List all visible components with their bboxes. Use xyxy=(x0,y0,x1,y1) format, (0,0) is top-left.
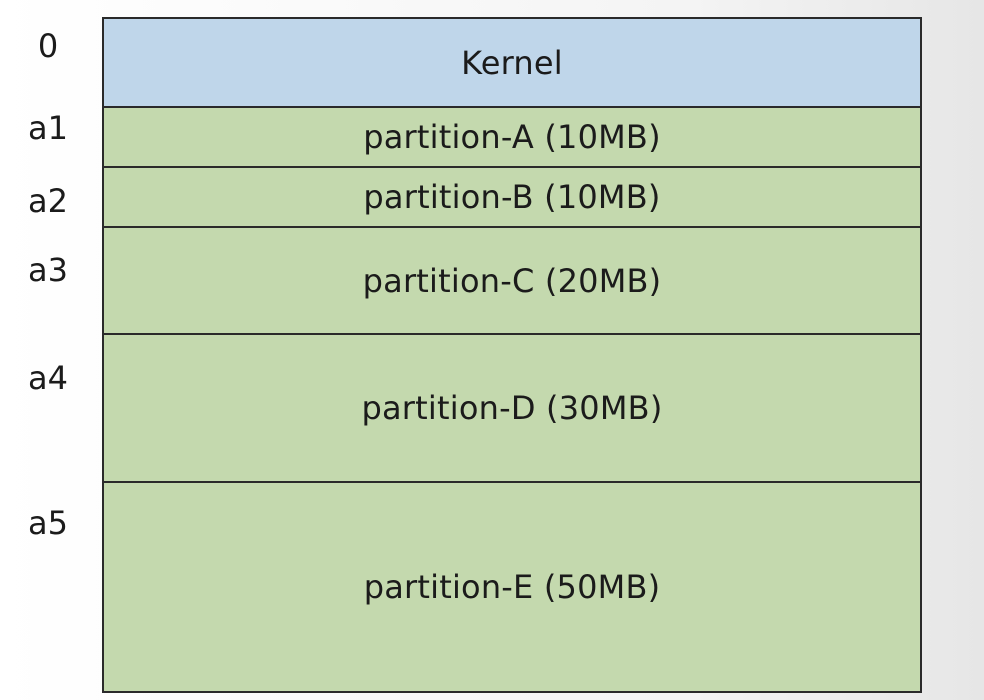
partition-c-block: partition-C (20MB) xyxy=(104,228,920,335)
address-label-a3: a3 xyxy=(28,251,68,289)
address-label-0: 0 xyxy=(37,27,59,65)
partition-d-block: partition-D (30MB) xyxy=(104,335,920,483)
address-label-a1: a1 xyxy=(28,109,68,147)
memory-layout: Kernel partition-A (10MB) partition-B (1… xyxy=(102,17,922,693)
address-label-a4: a4 xyxy=(28,359,68,397)
partition-b-label: partition-B (10MB) xyxy=(363,178,661,216)
partition-b-block: partition-B (10MB) xyxy=(104,168,920,228)
kernel-label: Kernel xyxy=(461,43,563,82)
partition-d-label: partition-D (30MB) xyxy=(361,389,663,427)
address-label-a5: a5 xyxy=(28,504,68,542)
address-label-a2: a2 xyxy=(28,182,68,220)
partition-e-block: partition-E (50MB) xyxy=(104,483,920,691)
partition-a-label: partition-A (10MB) xyxy=(363,118,661,156)
partition-a-block: partition-A (10MB) xyxy=(104,108,920,168)
partition-e-label: partition-E (50MB) xyxy=(363,568,661,606)
kernel-block: Kernel xyxy=(104,19,920,108)
partition-c-label: partition-C (20MB) xyxy=(362,261,662,300)
